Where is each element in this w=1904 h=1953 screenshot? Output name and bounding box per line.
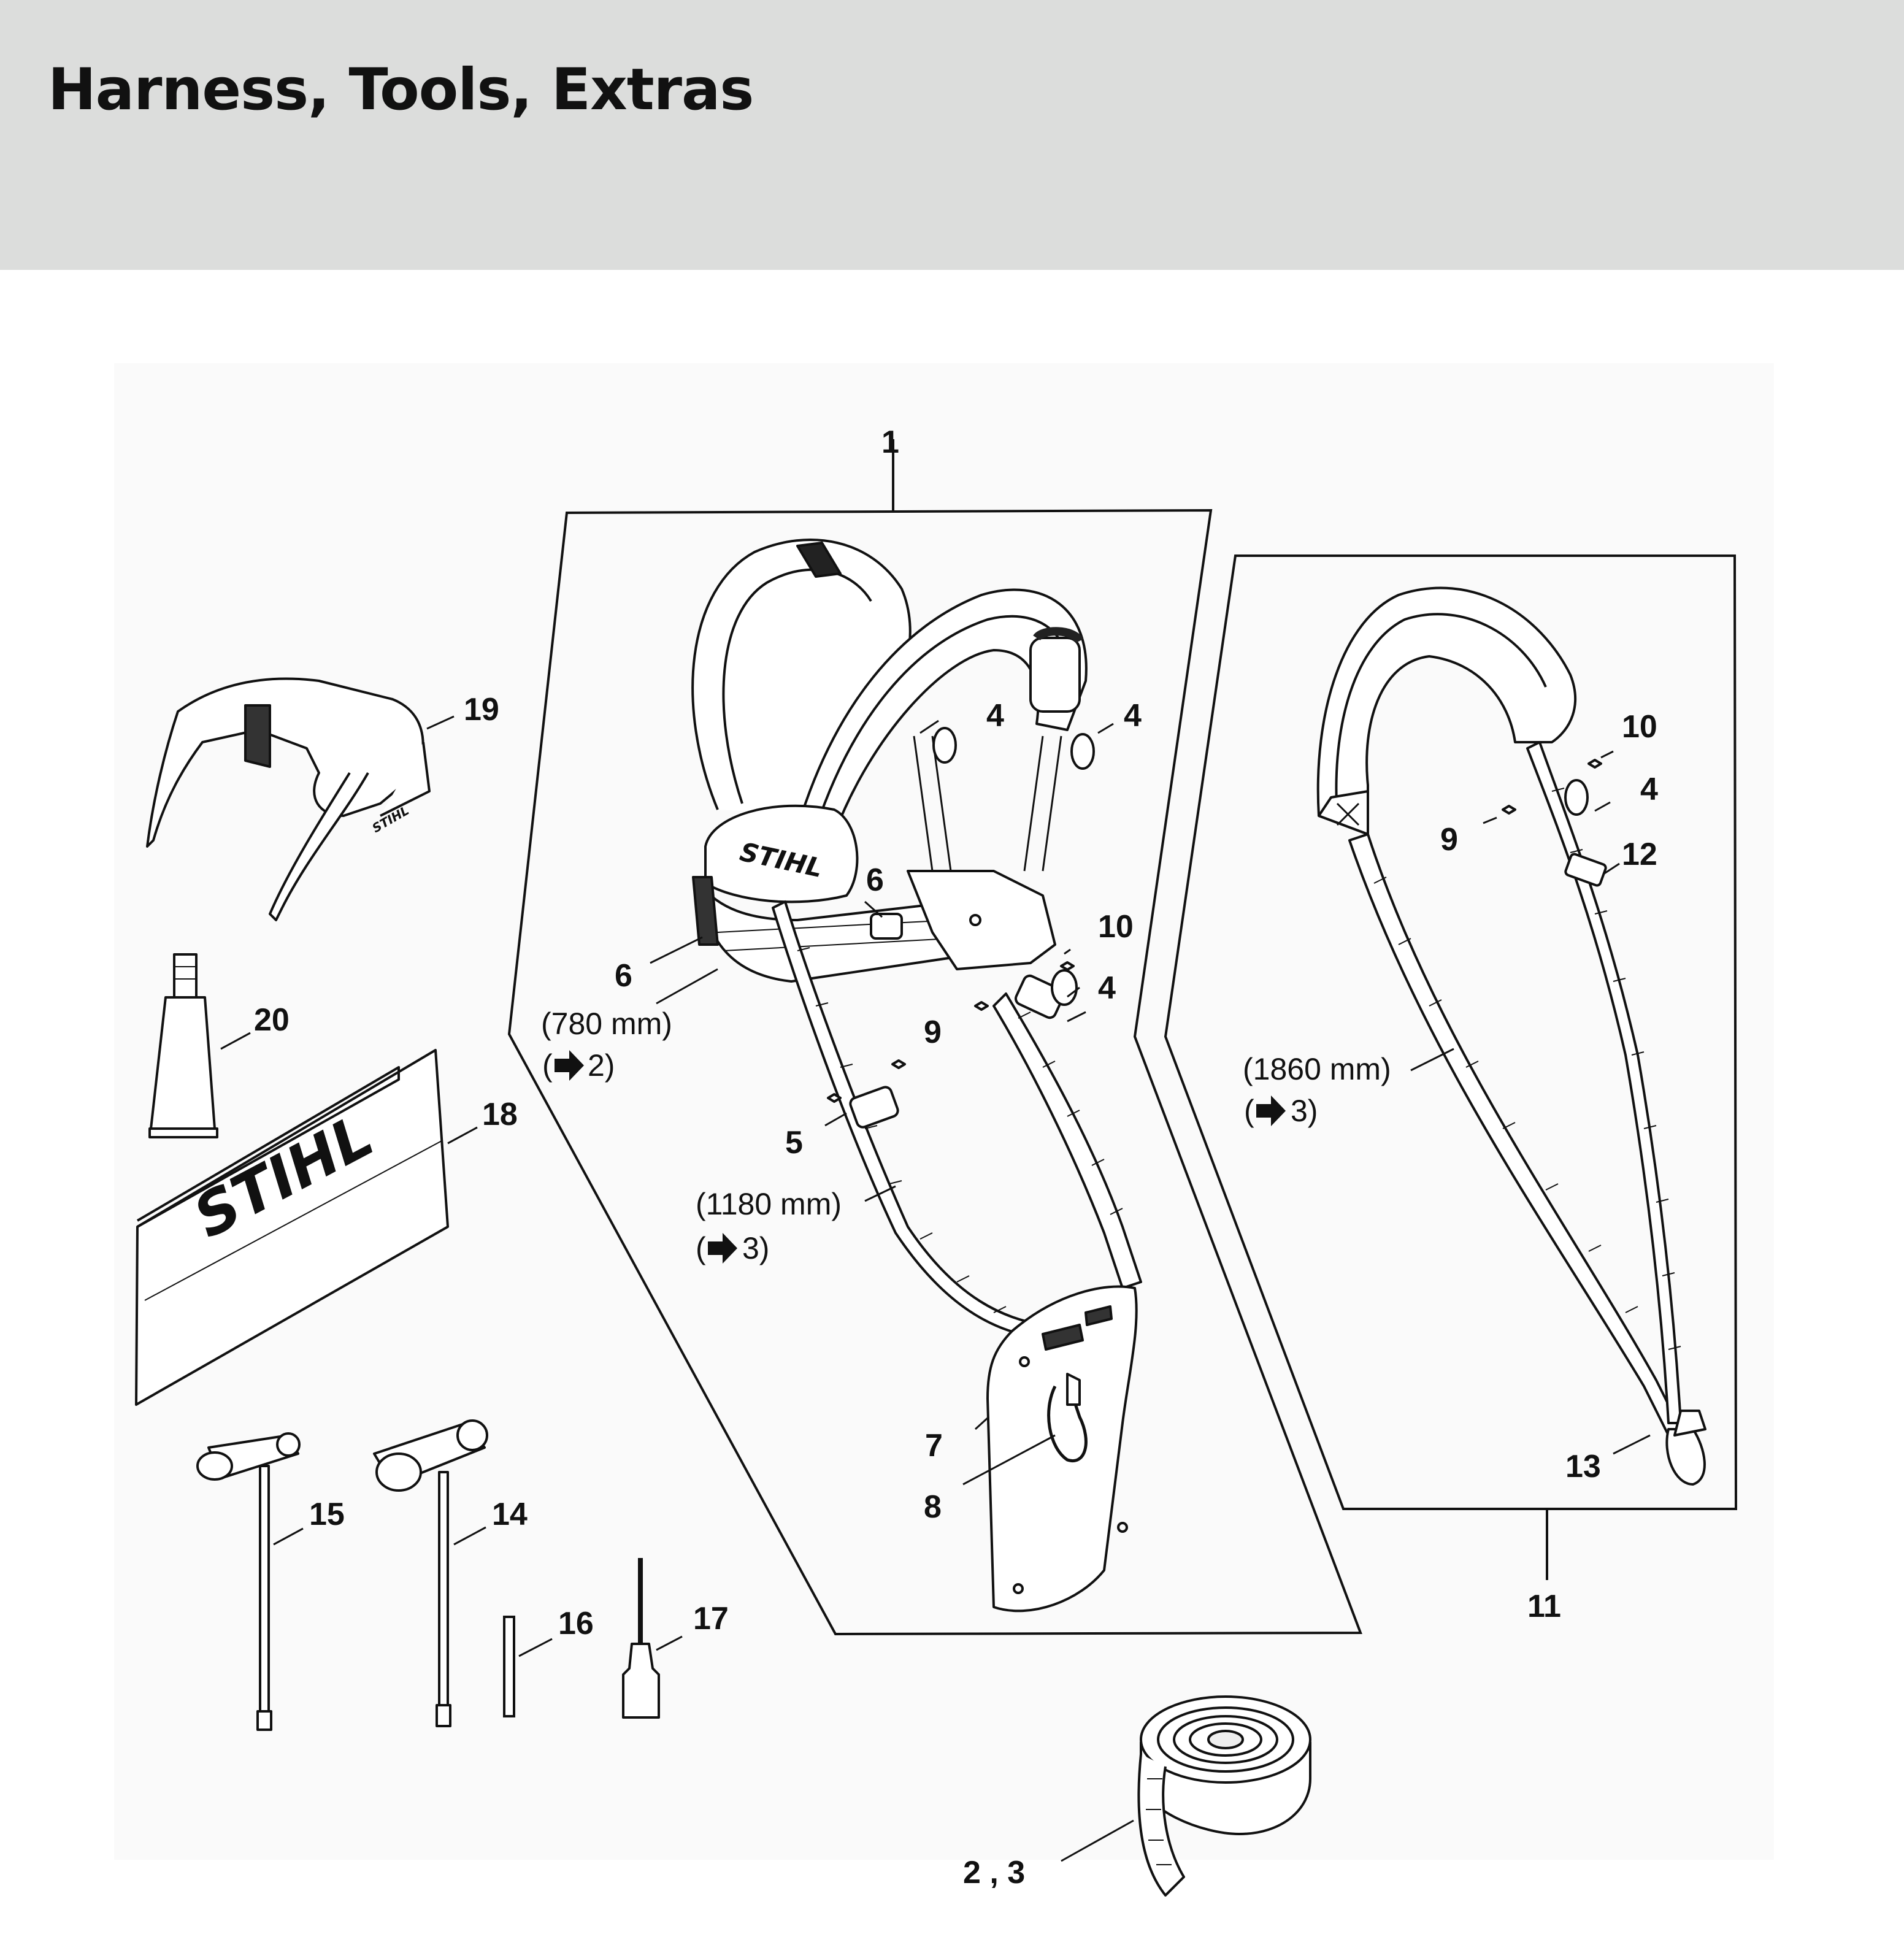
combination-wrench-15-drawing: [196, 1432, 301, 1731]
shoulder-strap-drawing: [1316, 586, 1706, 1486]
callout-19: 19: [464, 692, 499, 727]
tool-pouch-drawing: [135, 1049, 449, 1406]
callout-4-strap: 4: [1640, 772, 1658, 807]
note-1860mm-arrow-icon: [1256, 1095, 1286, 1126]
callout-10-strap: 10: [1622, 709, 1657, 745]
note-1180mm-ref: 3): [742, 1231, 769, 1265]
header-bar: Harness, Tools, Extras: [0, 0, 1904, 270]
callout-18: 18: [482, 1097, 518, 1132]
note-1860mm-open-paren: (: [1244, 1094, 1254, 1128]
callout-12: 12: [1622, 837, 1657, 872]
callout-2-3: 2 , 3: [963, 1855, 1025, 1890]
note-1180mm-arrow-icon: [708, 1233, 737, 1264]
callout-15: 15: [309, 1497, 345, 1532]
callout-5: 5: [785, 1125, 803, 1161]
callout-4-left: 4: [986, 698, 1004, 734]
callout-7: 7: [925, 1428, 943, 1464]
note-1180mm: (1180 mm) ( 3): [696, 1187, 842, 1265]
page-title: Harness, Tools, Extras: [48, 56, 754, 123]
callout-4-right: 4: [1124, 698, 1142, 734]
note-780mm-ref: 2): [588, 1048, 615, 1083]
note-1180mm-open-paren: (: [696, 1231, 706, 1265]
leader-lines: [220, 715, 1651, 1862]
callout-20: 20: [254, 1002, 290, 1038]
callout-4-lower: 4: [1098, 970, 1116, 1006]
pin-16-drawing: [503, 1616, 515, 1717]
callout-8: 8: [924, 1489, 942, 1525]
note-1860mm-length: (1860 mm): [1243, 1052, 1391, 1086]
callout-11: 11: [1527, 1589, 1561, 1624]
callout-13: 13: [1565, 1449, 1601, 1484]
note-780mm-length: (780 mm): [541, 1007, 672, 1041]
harness-group-frame: [507, 439, 1362, 1636]
callout-10-harness: 10: [1098, 909, 1134, 945]
callout-1: 1: [881, 424, 899, 460]
note-780mm-open-paren: (: [542, 1048, 553, 1083]
note-780mm-arrow-icon: [555, 1050, 584, 1081]
full-harness-drawing: [691, 539, 1142, 1613]
callout-6-chest: 6: [866, 862, 884, 898]
grease-tube-drawing: [148, 953, 218, 1138]
safety-glasses-drawing: [146, 677, 431, 921]
screwdriver-17-drawing: [622, 1558, 660, 1719]
note-1180mm-length: (1180 mm): [696, 1187, 842, 1221]
callout-9-harness: 9: [924, 1015, 942, 1050]
note-1860mm-ref: 3): [1291, 1094, 1318, 1128]
shoulder-strap-group-frame: [1164, 554, 1738, 1580]
callout-9-strap: 9: [1440, 822, 1458, 858]
combination-wrench-14-drawing: [373, 1419, 488, 1727]
note-780mm: (780 mm) ( 2): [541, 1007, 672, 1083]
callout-16: 16: [558, 1606, 594, 1641]
callout-14: 14: [492, 1497, 528, 1532]
note-1860mm: (1860 mm) ( 3): [1243, 1052, 1391, 1128]
callout-17: 17: [693, 1601, 729, 1636]
callout-6-waist: 6: [615, 958, 632, 994]
strap-roll-drawing: [1137, 1695, 1311, 1897]
